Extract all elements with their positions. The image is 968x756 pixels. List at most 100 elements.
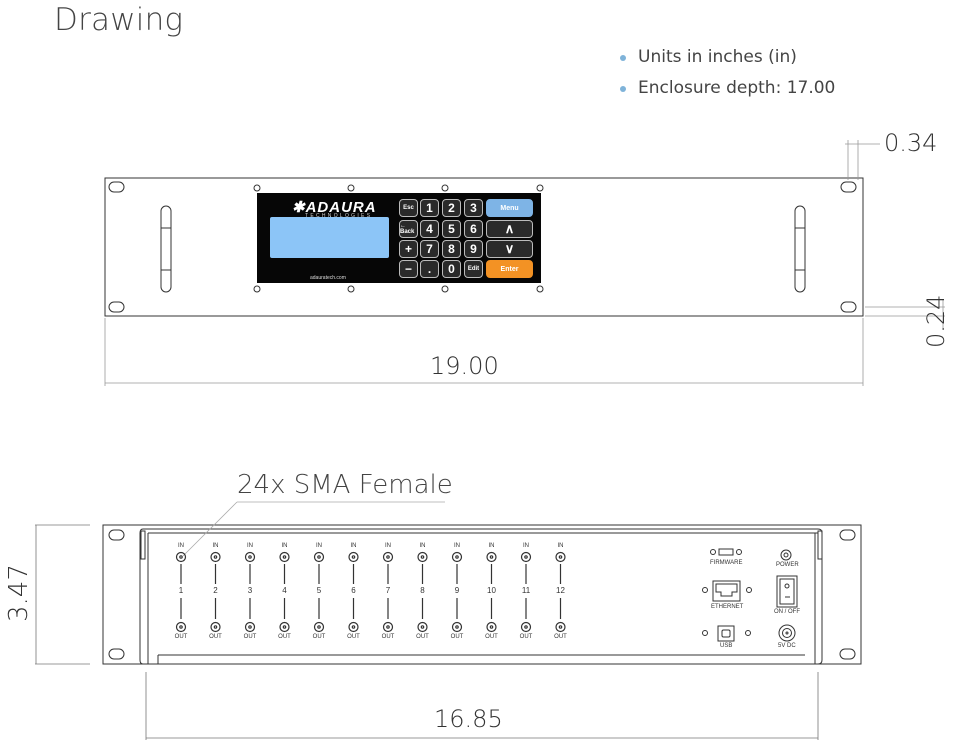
key-5[interactable]: 5 bbox=[442, 220, 461, 238]
gear-icon: ✱ bbox=[292, 199, 306, 216]
key-4[interactable]: 4 bbox=[420, 220, 439, 238]
note-depth: Enclosure depth: 17.00 bbox=[620, 75, 835, 106]
key-7[interactable]: 7 bbox=[420, 240, 439, 258]
channel-number: 8 bbox=[420, 586, 425, 595]
sma-connector-icon bbox=[348, 621, 359, 633]
channel-in-label: IN bbox=[385, 543, 391, 549]
dim-height-label: 3.47 bbox=[4, 564, 34, 622]
callout-leader bbox=[182, 501, 445, 557]
sma-connector-icon bbox=[348, 551, 359, 563]
channel-out-label: OUT bbox=[174, 634, 188, 640]
sma-connector-icon bbox=[417, 621, 428, 633]
key-1[interactable]: 1 bbox=[420, 199, 439, 217]
sma-connector-icon bbox=[520, 551, 532, 563]
rear-dimensions bbox=[35, 524, 819, 740]
note-units: Units in inches (in) bbox=[620, 44, 835, 75]
channel-out-label: OUT bbox=[416, 634, 429, 640]
channel-in-label: IN bbox=[454, 543, 460, 549]
key-esc[interactable]: Esc bbox=[399, 199, 418, 217]
channel-in-label: IN bbox=[212, 543, 219, 549]
channel-out-label: OUT bbox=[485, 634, 498, 640]
power-switch-icon bbox=[776, 575, 798, 608]
channel-number: 2 bbox=[213, 586, 218, 595]
channel-number: 9 bbox=[454, 586, 460, 595]
channel-in-label: IN bbox=[488, 543, 495, 549]
dim-hole-bottom-label: 0.24 bbox=[922, 294, 950, 348]
sma-connector-icon bbox=[382, 621, 394, 633]
key-9[interactable]: 9 bbox=[464, 240, 483, 258]
channel-out-label: OUT bbox=[312, 634, 326, 640]
dim-inner-width-label: 16.85 bbox=[434, 705, 503, 733]
sma-connector-icon bbox=[451, 551, 463, 563]
brand-url: adauratech.com bbox=[310, 275, 346, 281]
brand-subtitle: TECHNOLOGIES bbox=[305, 213, 373, 219]
key-enter[interactable]: Enter bbox=[486, 260, 533, 278]
key-menu[interactable]: Menu bbox=[486, 199, 533, 217]
sma-callout-label: 24x SMA Female bbox=[237, 470, 453, 500]
key-3[interactable]: 3 bbox=[464, 199, 483, 217]
channel-in-label: IN bbox=[281, 543, 288, 549]
usb-port-icon bbox=[717, 625, 735, 642]
channel-out-label: OUT bbox=[243, 634, 257, 640]
notes-list: Units in inches (in) Enclosure depth: 17… bbox=[620, 44, 835, 106]
key-0[interactable]: 0 bbox=[442, 260, 461, 278]
dim-ear-offset-label: 0.34 bbox=[884, 129, 938, 157]
sma-connector-icon bbox=[175, 551, 187, 563]
rear-panel bbox=[102, 524, 862, 665]
sma-connector-icon bbox=[175, 621, 187, 633]
channel-in-label: IN bbox=[178, 543, 184, 549]
channel-in-label: IN bbox=[247, 543, 253, 549]
sma-connector-icon bbox=[382, 551, 394, 563]
sma-connector-icon bbox=[313, 551, 325, 563]
sma-connector-icon bbox=[313, 621, 325, 633]
on-off-label: ON / OFF bbox=[774, 609, 800, 615]
key-[interactable]: . bbox=[420, 260, 439, 278]
usb-label: USB bbox=[720, 643, 733, 649]
rack-hole-icon bbox=[108, 301, 125, 313]
channel-number: 3 bbox=[247, 586, 253, 595]
channel-in-label: IN bbox=[316, 543, 322, 549]
sma-connector-icon bbox=[417, 551, 428, 563]
sma-connector-icon bbox=[279, 551, 290, 563]
channel-out-label: OUT bbox=[278, 634, 291, 640]
channel-number: 6 bbox=[351, 586, 356, 595]
sma-connector-icon bbox=[244, 621, 256, 633]
channel-out-label: OUT bbox=[347, 634, 360, 640]
key-back[interactable]: ← Back bbox=[399, 220, 418, 238]
dc-jack-icon bbox=[778, 624, 796, 642]
sma-connector-icon bbox=[486, 551, 497, 563]
channel-in-label: IN bbox=[350, 543, 357, 549]
channel-number: 1 bbox=[178, 586, 184, 595]
sma-connector-icon bbox=[555, 551, 566, 563]
channel-in-label: IN bbox=[419, 543, 426, 549]
brand-logo: ✱ADAURA bbox=[292, 199, 377, 216]
key-8[interactable]: 8 bbox=[442, 240, 461, 258]
key-edit[interactable]: Edit bbox=[464, 260, 483, 278]
sma-connector-icon bbox=[279, 621, 290, 633]
rack-hole-icon bbox=[840, 301, 857, 313]
channel-number: 12 bbox=[556, 586, 565, 595]
dc-label: 5V DC bbox=[778, 643, 796, 649]
key-2[interactable]: 2 bbox=[442, 199, 461, 217]
page-title: Drawing bbox=[54, 2, 184, 38]
ethernet-label: ETHERNET bbox=[711, 604, 744, 610]
channel-out-label: OUT bbox=[209, 634, 222, 640]
sma-connector-icon bbox=[555, 621, 566, 633]
firmware-label: FIRMWARE bbox=[710, 560, 743, 566]
channel-number: 11 bbox=[521, 586, 531, 595]
channel-out-label: OUT bbox=[381, 634, 395, 640]
key-6[interactable]: 6 bbox=[464, 220, 483, 238]
sma-connector-icon bbox=[451, 621, 463, 633]
sma-connector-icon bbox=[486, 621, 497, 633]
channel-out-label: OUT bbox=[519, 634, 533, 640]
rack-hole-icon bbox=[108, 181, 125, 193]
channel-number: 4 bbox=[282, 586, 287, 595]
ethernet-port-icon bbox=[712, 580, 741, 602]
key-[interactable]: ∧ bbox=[486, 220, 533, 238]
channel-out-label: OUT bbox=[450, 634, 464, 640]
key-[interactable]: − bbox=[399, 260, 418, 278]
power-led-icon bbox=[780, 549, 792, 561]
key-[interactable]: + bbox=[399, 240, 418, 258]
key-[interactable]: ∨ bbox=[486, 240, 533, 258]
channel-number: 7 bbox=[385, 586, 391, 595]
